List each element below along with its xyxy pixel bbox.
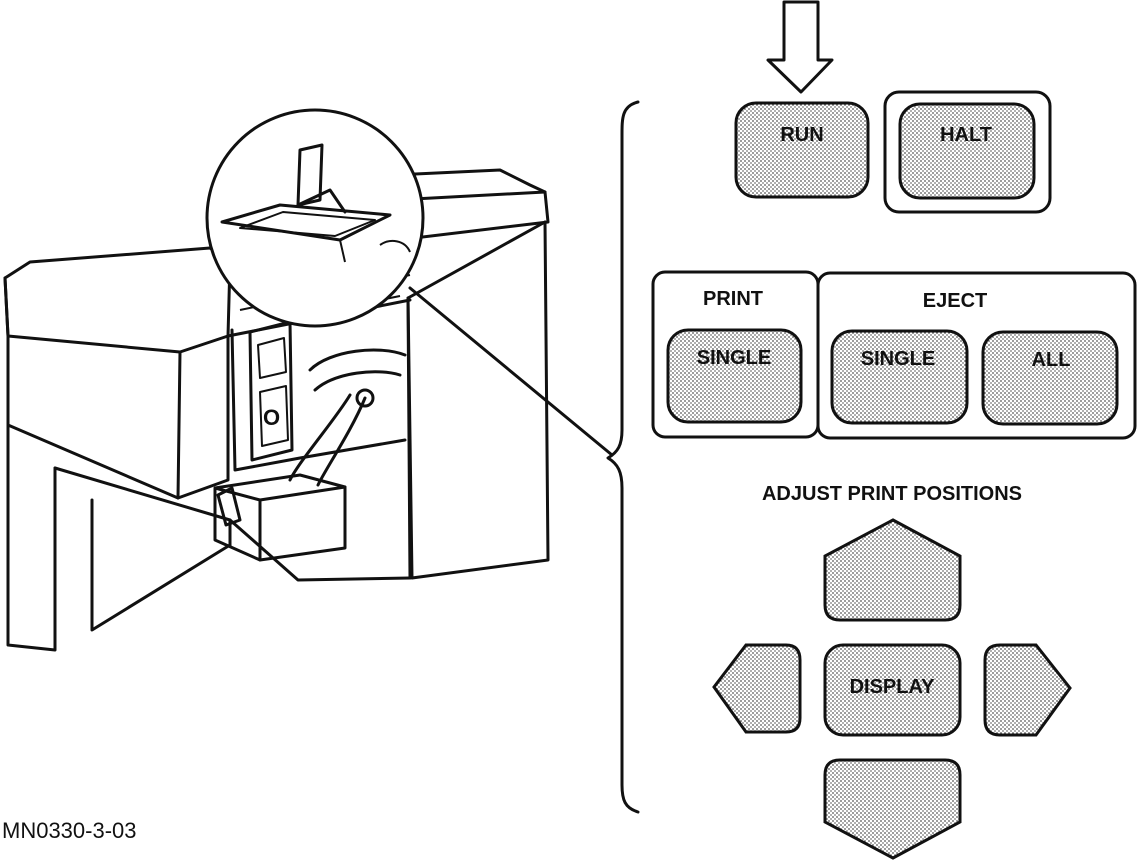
eject-group: EJECT SINGLE ALL (816, 271, 1137, 440)
eject-all-key-label: ALL (1032, 349, 1071, 371)
up-arrow-key[interactable] (823, 518, 962, 622)
eject-all-key[interactable]: ALL (981, 330, 1119, 426)
run-key-label: RUN (780, 124, 823, 146)
power-switch-symbol: O (263, 405, 280, 430)
print-single-key[interactable]: SINGLE (666, 328, 803, 424)
down-arrow-icon (766, 0, 834, 94)
eject-single-key-label: SINGLE (861, 348, 935, 370)
run-key[interactable]: RUN (734, 101, 870, 199)
magnifier-circle-icon (205, 108, 614, 457)
halt-key[interactable]: HALT (883, 90, 1052, 214)
halt-key-label: HALT (940, 124, 992, 146)
brace-icon (606, 100, 640, 814)
right-arrow-key[interactable] (983, 643, 1072, 737)
eject-single-key[interactable]: SINGLE (830, 329, 969, 425)
figure-code: MN0330-3-03 (2, 818, 137, 843)
print-group-title: PRINT (703, 288, 763, 310)
eject-group-title: EJECT (923, 290, 987, 312)
adjust-title: ADJUST PRINT POSITIONS (762, 483, 1022, 505)
display-key[interactable]: DISPLAY (823, 643, 962, 737)
print-group: PRINT SINGLE (651, 270, 820, 439)
print-single-key-label: SINGLE (697, 347, 771, 369)
down-arrow-key[interactable] (823, 758, 962, 860)
display-key-label: DISPLAY (850, 676, 936, 698)
left-arrow-key[interactable] (712, 643, 802, 734)
